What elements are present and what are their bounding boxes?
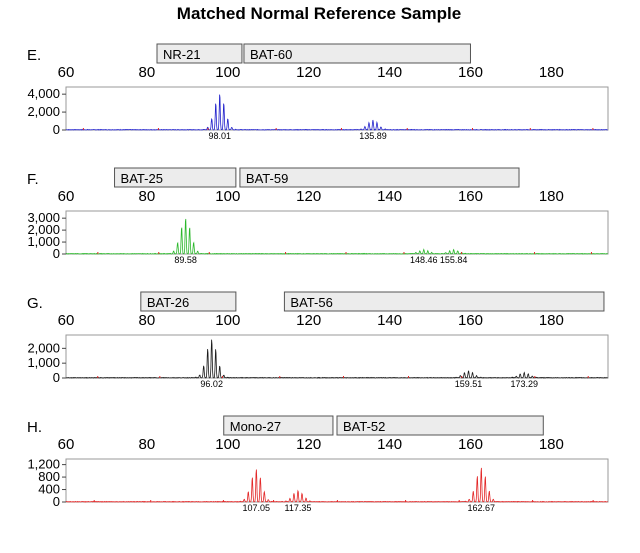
marker-label: BAT-60 xyxy=(250,47,292,62)
peak-label: 155.84 xyxy=(440,255,468,265)
x-tick-label: 180 xyxy=(539,64,564,81)
peak-label: 117.35 xyxy=(285,503,312,513)
marker-box xyxy=(239,167,520,188)
marker-box xyxy=(140,291,237,312)
marker-box xyxy=(283,291,605,312)
x-tick-label: 180 xyxy=(539,312,564,329)
y-tick-label: 1,000 xyxy=(27,234,60,249)
trace-line xyxy=(65,218,608,255)
plot-frame xyxy=(65,334,609,379)
peak-label: 173.29 xyxy=(510,379,538,389)
x-tick-label: 140 xyxy=(377,188,402,205)
marker-label: BAT-25 xyxy=(121,171,163,186)
y-tick-label: 0 xyxy=(53,370,60,385)
peak-label: 96.02 xyxy=(200,379,223,389)
y-tick-label: 0 xyxy=(53,494,60,509)
figure-title: Matched Normal Reference Sample xyxy=(177,4,461,23)
marker-label: NR-21 xyxy=(163,47,201,62)
plot-frame xyxy=(65,210,609,255)
plot-frame xyxy=(65,458,609,503)
x-tick-label: 100 xyxy=(215,188,240,205)
peak-label: 148.46 xyxy=(410,255,438,265)
peak-label: 162.67 xyxy=(468,503,496,513)
marker-label: BAT-52 xyxy=(343,419,385,434)
y-tick-label: 1,200 xyxy=(27,457,60,472)
marker-label: BAT-26 xyxy=(147,295,189,310)
marker-label: BAT-56 xyxy=(290,295,332,310)
y-tick-label: 3,000 xyxy=(27,210,60,225)
peak-label: 135.89 xyxy=(359,131,387,141)
x-tick-label: 160 xyxy=(458,188,483,205)
x-tick-label: 140 xyxy=(377,64,402,81)
peak-label: 107.05 xyxy=(243,503,271,513)
panel-label: H. xyxy=(27,419,42,436)
x-tick-label: 140 xyxy=(377,312,402,329)
marker-label: BAT-59 xyxy=(246,171,288,186)
y-tick-label: 400 xyxy=(38,482,60,497)
x-tick-label: 120 xyxy=(296,436,321,453)
x-tick-label: 120 xyxy=(296,188,321,205)
x-tick-label: 80 xyxy=(139,436,156,453)
x-tick-label: 180 xyxy=(539,436,564,453)
panel-label: F. xyxy=(27,171,39,188)
x-tick-label: 160 xyxy=(458,64,483,81)
x-tick-label: 80 xyxy=(139,64,156,81)
x-tick-label: 60 xyxy=(58,312,75,329)
x-tick-label: 160 xyxy=(458,436,483,453)
x-tick-label: 160 xyxy=(458,312,483,329)
peak-label: 98.01 xyxy=(208,131,231,141)
trace-line xyxy=(65,467,608,503)
marker-box xyxy=(156,43,243,64)
x-tick-label: 100 xyxy=(215,312,240,329)
y-tick-label: 0 xyxy=(53,122,60,137)
panel-label: G. xyxy=(27,295,43,312)
x-tick-label: 80 xyxy=(139,312,156,329)
x-tick-label: 80 xyxy=(139,188,156,205)
marker-box xyxy=(336,415,544,436)
x-tick-label: 180 xyxy=(539,188,564,205)
y-tick-label: 2,000 xyxy=(27,222,60,237)
x-tick-label: 60 xyxy=(58,64,75,81)
marker-label: Mono-27 xyxy=(230,419,281,434)
y-tick-label: 4,000 xyxy=(27,86,60,101)
peak-label: 159.51 xyxy=(455,379,483,389)
x-tick-label: 60 xyxy=(58,436,75,453)
y-tick-label: 800 xyxy=(38,469,60,484)
peak-label: 89.58 xyxy=(174,255,197,265)
trace-line xyxy=(66,94,608,131)
y-tick-label: 2,000 xyxy=(27,340,60,355)
x-tick-label: 120 xyxy=(296,64,321,81)
trace-line xyxy=(65,339,608,379)
marker-box xyxy=(114,167,237,188)
panel-label: E. xyxy=(27,47,41,64)
x-tick-label: 140 xyxy=(377,436,402,453)
marker-box xyxy=(223,415,334,436)
x-tick-label: 100 xyxy=(215,64,240,81)
y-tick-label: 0 xyxy=(53,246,60,261)
x-tick-label: 100 xyxy=(215,436,240,453)
x-tick-label: 120 xyxy=(296,312,321,329)
y-tick-label: 1,000 xyxy=(27,355,60,370)
y-tick-label: 2,000 xyxy=(27,104,60,119)
marker-box xyxy=(243,43,471,64)
plot-frame xyxy=(65,86,609,131)
x-tick-label: 60 xyxy=(58,188,75,205)
